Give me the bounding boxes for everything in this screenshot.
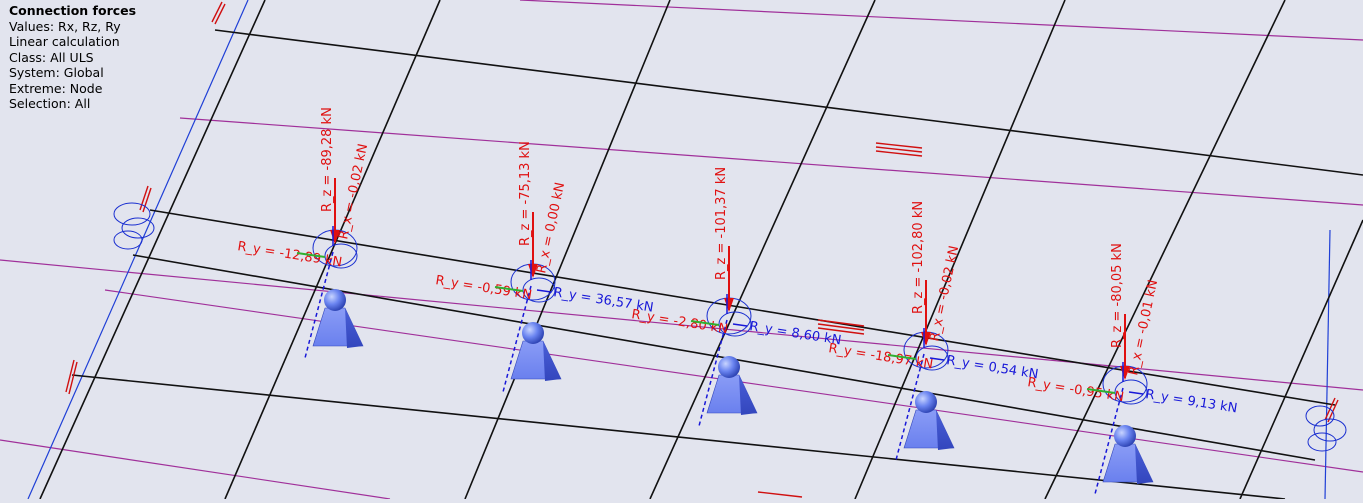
rx-label: R_x = -0,02 kN [336,142,371,240]
result-extreme: Extreme: Node [9,80,103,96]
member-release-marks [65,1,1339,498]
grid-columns [39,0,1363,500]
rz-label: R_z = -80,05 kN [1110,243,1125,348]
support-base-shade [345,308,363,348]
local-axis-line [698,319,728,427]
ry-arrow [296,252,326,258]
ry-local-label: R_y = 8,60 kN [748,319,842,348]
blue-boundary-lines [27,0,1331,500]
ry-label: R_y = -2,80 kN [630,307,729,337]
rx-label: R_x = -0,02 kN [927,244,962,342]
support-base-shade [739,375,757,415]
ry-local-arrow [1128,391,1144,395]
support-ball [522,322,544,344]
result-calculation: Linear calculation [9,34,120,49]
ry-arrow [1086,388,1116,394]
support-ball [324,289,346,311]
rz-label: R_z = -101,37 kN [714,167,729,280]
support-base-shade [1135,444,1153,484]
rx-label: R_x = -0,01 kN [1126,278,1161,376]
result-selection: Selection: All [9,96,91,111]
rz-label: R_z = -75,13 kN [518,141,533,246]
local-axis-line [502,285,532,393]
rz-label: R_z = -102,80 kN [911,201,926,314]
support-ball [1114,425,1136,447]
ry-label: R_y = -0,59 kN [434,273,533,303]
local-axis-line [304,251,334,359]
ry-label: R_y = -0,95 kN [1026,375,1125,405]
local-axis-line [895,353,925,461]
rz-label: R_z = -89,28 kN [320,107,335,212]
result-system: System: Global [9,65,104,80]
ry-label: R_y = -12,89 kN [236,239,343,270]
result-title: Connection forces [9,3,137,18]
ry-local-label: R_y = 9,13 kN [1144,387,1238,416]
support-node[interactable]: R_z = -101,37 kN R_y = -2,80 kN R_y = 8,60… [630,167,842,427]
ry-local-arrow [536,289,552,293]
local-axis-line [1094,387,1124,495]
support-base-shade [936,410,954,450]
ry-label: R_y = -18,97 kN [827,341,934,372]
support-base-shade [543,341,561,381]
ry-arrow [494,286,524,292]
ry-arrow [887,354,917,360]
ry-arrow [690,320,720,326]
ry-local-arrow [929,357,945,361]
result-info-panel: Connection forces Values: Rx, Rz, Ry Lin… [9,3,136,112]
support-ball [915,391,937,413]
ry-local-arrow [732,323,748,327]
support-ball [718,356,740,378]
end-hinge-symbols [113,202,1347,452]
result-class: Class: All ULS [9,49,94,65]
result-values: Values: Rx, Rz, Ry [9,18,121,34]
